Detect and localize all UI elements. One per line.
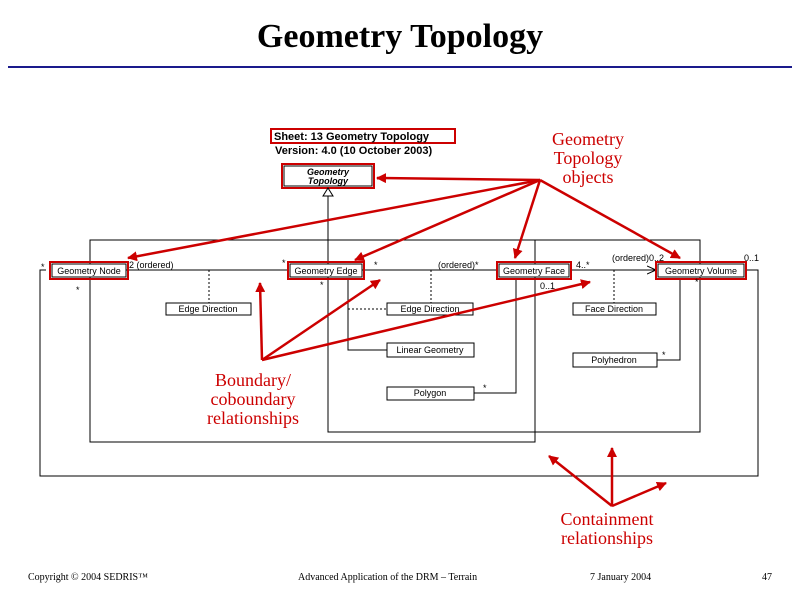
footer-page-number: 47 bbox=[762, 572, 772, 583]
geometry-face-class bbox=[498, 263, 570, 278]
title-divider bbox=[8, 66, 792, 68]
polygon-class bbox=[386, 386, 475, 401]
version-line: Version: 4.0 (10 October 2003) bbox=[275, 145, 432, 157]
geometry-topology-class bbox=[283, 165, 373, 187]
footer-copyright: Copyright © 2004 SEDRIS™ bbox=[28, 572, 148, 583]
geometry-face-label: Geometry Face bbox=[503, 266, 565, 276]
geometry-edge-class bbox=[289, 263, 363, 278]
boundary-annotation-line-3: relationships bbox=[207, 408, 299, 428]
objects-annotation-line-2: Topology bbox=[554, 148, 623, 168]
edge-direction-label-1: Edge Direction bbox=[178, 304, 237, 314]
mult-node-left: * bbox=[41, 262, 45, 272]
mult-volume-ordered: (ordered)0..2 bbox=[612, 253, 664, 263]
boundary-annotation-line-1: Boundary/ bbox=[215, 370, 291, 390]
geometry-node-class bbox=[51, 263, 127, 278]
boundary-annotation-line-2: coboundary bbox=[211, 389, 296, 409]
objects-arrows bbox=[127, 173, 681, 262]
sheet-highlight bbox=[270, 128, 456, 144]
mult-face-ordered: (ordered)* bbox=[438, 260, 479, 270]
mult-face-zero-one: 0..1 bbox=[540, 281, 555, 291]
mult-volume-below: * bbox=[695, 277, 699, 287]
boundary-arrows bbox=[255, 278, 591, 362]
polygon-label: Polygon bbox=[414, 388, 447, 398]
mult-volume-zero-one: 0..1 bbox=[744, 253, 759, 263]
inheritance-triangle bbox=[322, 187, 334, 197]
mult-node-two-ordered: 2 (ordered) bbox=[129, 260, 174, 270]
mult-edge-left: * bbox=[282, 258, 286, 268]
containment-annotation-line-2: relationships bbox=[561, 528, 653, 548]
mult-edge-below: * bbox=[320, 280, 324, 290]
footer-date: 7 January 2004 bbox=[590, 572, 652, 583]
geometry-volume-highlight bbox=[655, 261, 747, 280]
face-direction-class bbox=[572, 302, 657, 316]
slide-title: Geometry Topology bbox=[256, 18, 544, 55]
linear-geometry-class bbox=[386, 342, 475, 358]
mult-edge-right: * bbox=[374, 260, 378, 270]
geometry-edge-label: Geometry Edge bbox=[294, 266, 357, 276]
objects-annotation-line-3: objects bbox=[563, 167, 614, 187]
mult-polygon: * bbox=[483, 383, 487, 393]
containment-frame-3 bbox=[39, 269, 759, 477]
geometry-edge-highlight bbox=[287, 261, 365, 280]
polyhedron-label: Polyhedron bbox=[591, 355, 637, 365]
superclass-label-1: Geometry bbox=[307, 167, 350, 177]
objects-annotation-line-1: Geometry bbox=[552, 129, 624, 149]
geometry-volume-label: Geometry Volume bbox=[665, 266, 737, 276]
edge-direction-label-2: Edge Direction bbox=[400, 304, 459, 314]
polyhedron-class bbox=[572, 352, 658, 368]
geometry-node-label: Geometry Node bbox=[57, 266, 121, 276]
containment-frame-2 bbox=[327, 239, 701, 433]
face-direction-label: Face Direction bbox=[585, 304, 643, 314]
geometry-volume-class bbox=[657, 263, 745, 278]
mult-node-below: * bbox=[76, 285, 80, 295]
edge-direction-class-1 bbox=[165, 302, 252, 316]
linear-geometry-label: Linear Geometry bbox=[396, 345, 464, 355]
containment-arrows bbox=[548, 447, 667, 508]
mult-face-four: 4..* bbox=[576, 260, 590, 270]
sheet-line: Sheet: 13 Geometry Topology bbox=[274, 131, 430, 143]
containment-annotation-line-1: Containment bbox=[561, 509, 654, 529]
superclass-label-2: Topology bbox=[308, 176, 349, 186]
footer-course: Advanced Application of the DRM – Terrai… bbox=[298, 572, 478, 583]
geometry-node-highlight bbox=[49, 261, 129, 280]
geometry-face-highlight bbox=[496, 261, 572, 280]
mult-polyhedron: * bbox=[662, 350, 666, 360]
